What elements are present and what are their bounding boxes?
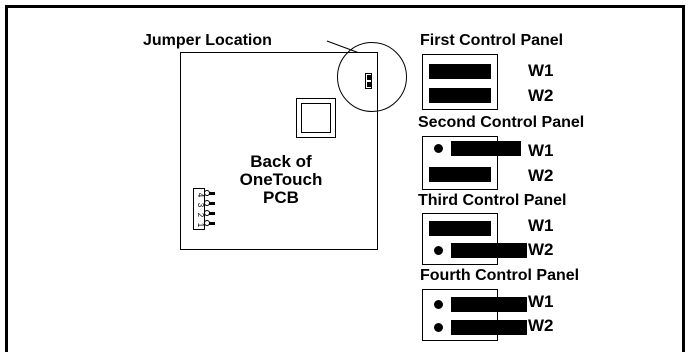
jumper-magnifier-circle xyxy=(337,42,407,112)
w1-label: W1 xyxy=(528,61,554,80)
jumper-strip xyxy=(451,320,527,335)
w2-label: W2 xyxy=(528,166,554,185)
connector-pin xyxy=(204,189,215,198)
panel-title-second: Second Control Panel xyxy=(418,114,585,131)
jumper-strip xyxy=(451,141,521,156)
w2-label: W2 xyxy=(528,86,554,105)
panel-title-third: Third Control Panel xyxy=(418,192,567,209)
jumper-strip xyxy=(429,167,491,182)
jumper-pin-hole xyxy=(434,323,443,332)
jumper-strip xyxy=(429,64,491,79)
jumper-pin-hole xyxy=(434,246,443,255)
jumper-pin-hole xyxy=(434,300,443,309)
pcb-label-line: Back of xyxy=(250,152,312,171)
jumper-box-second xyxy=(422,136,521,190)
pcb-label-line: PCB xyxy=(263,188,299,207)
pcb-chip xyxy=(296,98,336,138)
w1-label: W1 xyxy=(528,141,554,160)
pcb-connector-body: 4 3 2 1 xyxy=(193,188,205,230)
w2-label: W2 xyxy=(528,316,554,335)
jumper-location-label: Jumper Location xyxy=(143,32,272,49)
jumper-strip xyxy=(451,297,527,312)
pcb-connector: 4 3 2 1 xyxy=(193,188,215,230)
pcb-label: Back of OneTouch PCB xyxy=(221,153,341,207)
jumper-strip xyxy=(429,221,491,236)
jumper-pin-hole xyxy=(434,144,443,153)
jumper-box-fourth xyxy=(422,289,527,341)
w1-label: W1 xyxy=(528,292,554,311)
diagram-frame xyxy=(5,5,685,352)
jumper-strip xyxy=(429,88,491,103)
pcb-chip-inner xyxy=(301,103,331,133)
w2-label: W2 xyxy=(528,240,554,259)
onetouch-pcb: Back of OneTouch PCB 4 3 2 1 xyxy=(180,52,378,250)
jumper-box-first xyxy=(422,54,498,110)
panel-title-first: First Control Panel xyxy=(420,32,564,49)
connector-pin xyxy=(204,219,215,228)
connector-pin xyxy=(204,209,215,218)
panel-title-fourth: Fourth Control Panel xyxy=(420,267,580,284)
pcb-label-line: OneTouch xyxy=(239,170,323,189)
jumper-strip xyxy=(451,243,527,258)
w1-label: W1 xyxy=(528,216,554,235)
jumper-box-third xyxy=(422,213,527,265)
connector-pin xyxy=(204,199,215,208)
